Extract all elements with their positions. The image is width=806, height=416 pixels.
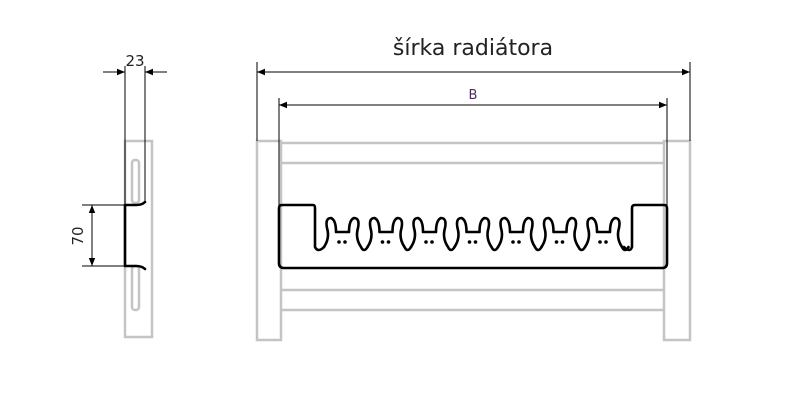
inner-width-label: B xyxy=(469,88,478,103)
rabbit-eye xyxy=(430,240,434,244)
right-post xyxy=(662,139,692,342)
side-bracket-profile xyxy=(123,200,147,271)
rabbit-eye xyxy=(517,240,521,244)
left-post xyxy=(255,139,283,342)
side-slot-bottom xyxy=(130,264,141,312)
bracket-outline xyxy=(277,203,669,270)
rabbit-eye xyxy=(380,240,385,244)
front-view: šírka radiátora B xyxy=(255,36,692,342)
rabbit-cutouts xyxy=(322,216,630,252)
rabbit-eye xyxy=(560,240,565,244)
rabbit-cutout xyxy=(540,216,587,252)
radiator-width-title: šírka radiátora xyxy=(393,36,553,61)
height-dimension-label: 70 xyxy=(69,226,87,245)
depth-dimension-label: 23 xyxy=(125,52,144,70)
rabbit-eye xyxy=(467,240,472,244)
rabbit-eye xyxy=(337,240,341,244)
rabbit-eye xyxy=(424,240,428,244)
rabbit-eye xyxy=(598,240,602,244)
rabbit-cutout xyxy=(322,216,369,252)
rabbit-cutout xyxy=(496,216,543,252)
rabbit-cutout xyxy=(583,216,630,252)
rabbit-eye xyxy=(343,240,347,244)
rabbit-eye xyxy=(604,240,608,244)
rabbit-eye xyxy=(554,240,559,244)
rabbit-eye xyxy=(511,240,515,244)
rabbit-cutout xyxy=(409,216,456,252)
rabbit-eye xyxy=(386,240,391,244)
rabbit-cutout xyxy=(453,216,500,252)
rabbit-cutout xyxy=(366,216,413,252)
rabbit-eye xyxy=(473,240,478,244)
side-slot-top xyxy=(130,158,141,205)
side-view: 23 70 xyxy=(69,52,167,339)
